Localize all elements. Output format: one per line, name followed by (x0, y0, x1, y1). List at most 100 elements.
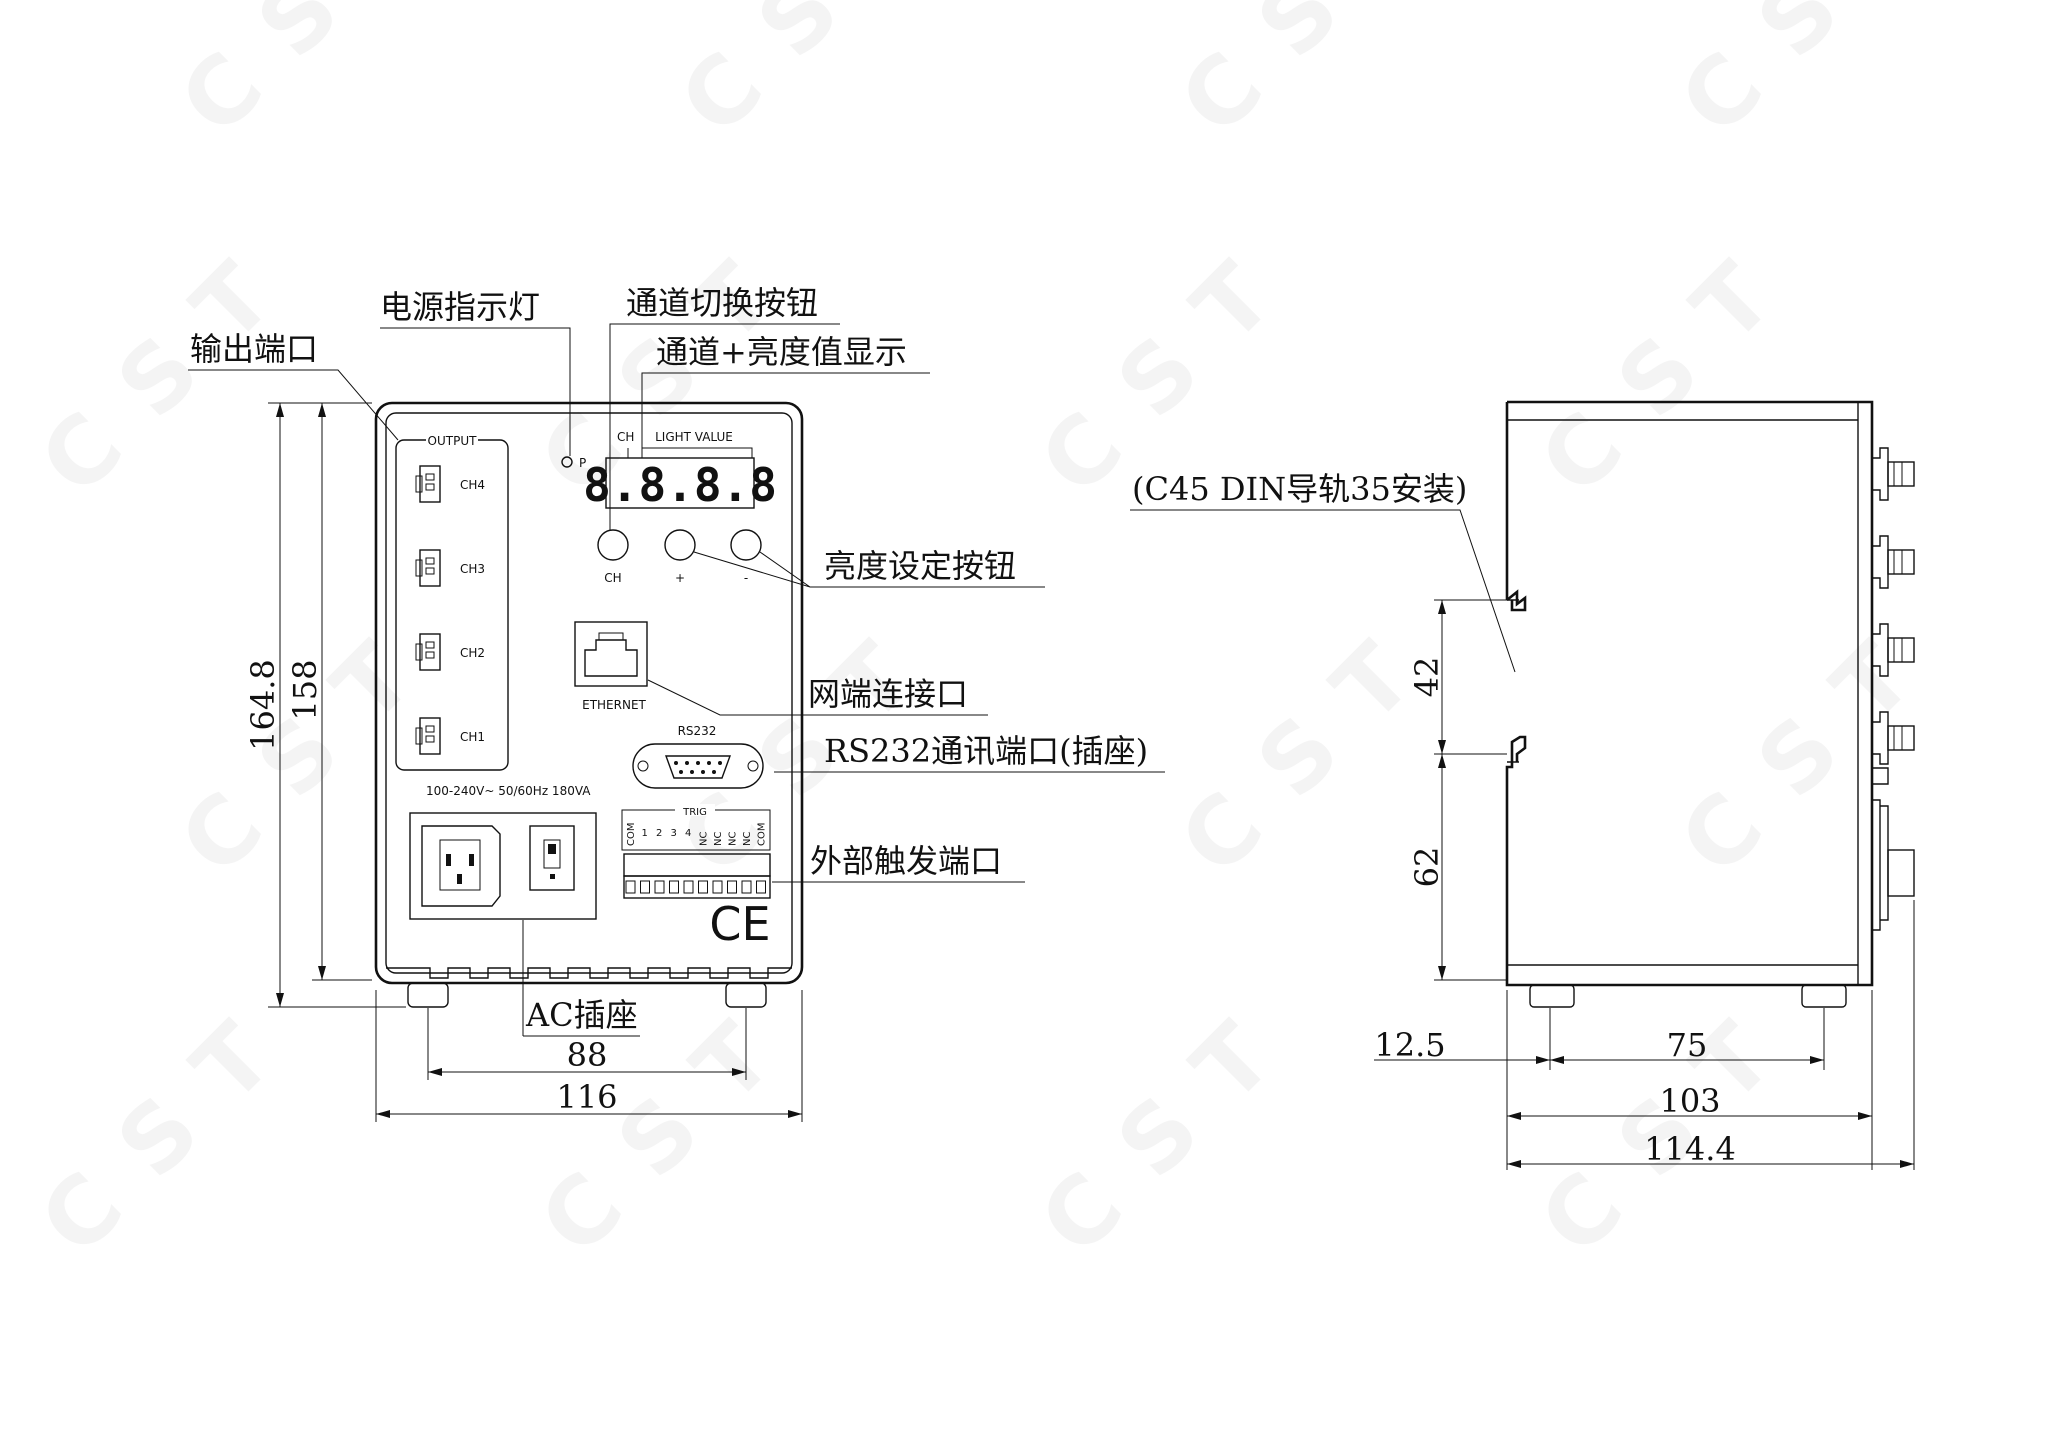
trigger-terminal[interactable]: TRIG (621, 804, 771, 899)
annotation-network-port: 网端连接口 (808, 675, 968, 713)
power-switch[interactable] (529, 825, 575, 891)
dim-front-total-height: 164.8 (244, 659, 282, 751)
watermark: CST (160, 595, 461, 896)
side-view (1505, 400, 1915, 1008)
watermark: CST (1020, 975, 1321, 1276)
front-housing-inner (385, 412, 793, 974)
annotation-brightness-buttons: 亮度设定按钮 (824, 547, 1016, 585)
connector-icon (419, 549, 441, 587)
trig-pin-label: NC (713, 832, 724, 846)
trig-pin-label: COM (757, 823, 768, 846)
front-view: OUTPUT CH4 CH3 CH2 CH1 (374, 401, 804, 1008)
output-port-group (395, 439, 509, 771)
channel-switch-button[interactable] (597, 529, 629, 561)
watermark: CST (1520, 975, 1821, 1276)
channel-label: CH2 (460, 646, 485, 660)
display-panel: CH LIGHT VALUE 8.8.8.8 (583, 430, 777, 512)
output-channel-1: CH1 (415, 717, 485, 755)
plus-button-label: + (675, 571, 685, 585)
annotation-din-rail: (C45 DIN导轨35安装) (1132, 470, 1467, 508)
trig-pin-screw (640, 880, 650, 894)
ethernet-label: ETHERNET (582, 698, 646, 712)
output-header: OUTPUT (428, 434, 478, 448)
watermark: CST (1160, 0, 1461, 156)
side-connectors (1872, 447, 1915, 931)
iec-inlet[interactable] (421, 825, 501, 907)
trig-pin-label: 4 (685, 828, 691, 839)
power-led-label: P (579, 456, 586, 470)
dim-front-body-height: 158 (286, 659, 324, 720)
trig-pin-screw (683, 880, 694, 894)
front-dimensions: 164.8 158 88 116 (244, 402, 803, 1122)
annotation-trigger-port: 外部触发端口 (810, 842, 1002, 880)
rs232-port[interactable] (632, 743, 764, 789)
display-light-value-label: LIGHT VALUE (655, 430, 733, 444)
annotation-display: 通道+亮度值显示 (656, 333, 907, 371)
power-led (561, 456, 573, 468)
trig-pin-screw (756, 880, 766, 894)
minus-button-label: - (744, 571, 748, 585)
side-foot-left (1529, 984, 1575, 1008)
trig-pin-label: 2 (656, 828, 662, 839)
trig-pin-label: COM (626, 823, 637, 846)
side-foot-right (1801, 984, 1847, 1008)
trig-pin-label: NC (742, 832, 753, 846)
ce-mark: CE (709, 897, 770, 951)
display-digits: 8.8.8.8 (583, 458, 777, 512)
front-housing-outer (374, 401, 804, 985)
trig-pin-screw (654, 880, 665, 894)
output-channel-4: CH4 (415, 465, 485, 503)
channel-label: CH4 (460, 478, 485, 492)
brightness-plus-button[interactable] (664, 529, 696, 561)
watermark: CST (660, 0, 961, 156)
dim-side-feet-span: 75 (1667, 1026, 1708, 1064)
dim-side-rail-lower: 62 (1408, 847, 1446, 888)
output-channel-2: CH2 (415, 633, 485, 671)
trig-pin-screw (669, 880, 679, 894)
dim-side-total-depth: 114.4 (1644, 1130, 1736, 1168)
trig-pin-screw (698, 880, 708, 894)
annotation-rs232-port: RS232通讯端口(插座) (824, 732, 1148, 770)
trig-pin-label: 3 (671, 828, 677, 839)
trig-pin-screw (712, 880, 723, 894)
annotation-power-indicator: 电源指示灯 (380, 288, 540, 326)
channel-button-label: CH (604, 571, 621, 585)
connector-icon (419, 465, 441, 503)
vent-teeth (386, 967, 792, 979)
watermark: CST (160, 0, 461, 156)
dim-side-rail-upper: 42 (1408, 657, 1446, 698)
connector-icon (419, 717, 441, 755)
trig-pin-label: 1 (642, 828, 648, 839)
trig-header: TRIG (682, 807, 707, 818)
side-annotations: (C45 DIN导轨35安装) (1130, 470, 1516, 673)
front-foot-right (725, 982, 767, 1008)
display-ch-label: CH (617, 430, 634, 444)
trig-pin-screw (741, 880, 752, 894)
connector-icon (419, 633, 441, 671)
ethernet-port[interactable] (574, 621, 648, 687)
channel-label: CH1 (460, 730, 485, 744)
watermark: CST (1660, 595, 1961, 896)
channel-label: CH3 (460, 562, 485, 576)
trig-pin-label: NC (728, 832, 739, 846)
watermark: CST (1660, 0, 1961, 156)
trig-pin-screw (727, 880, 737, 894)
rs232-label: RS232 (678, 724, 717, 738)
brightness-minus-button[interactable] (730, 529, 762, 561)
annotation-channel-switch: 通道切换按钮 (626, 284, 818, 322)
annotation-output-port: 输出端口 (190, 330, 318, 368)
front-foot-left (407, 982, 449, 1008)
trig-pin-label: NC (699, 832, 710, 846)
side-housing-outline (1505, 400, 1874, 987)
power-rating: 100-240V~ 50/60Hz 180VA (426, 784, 591, 798)
front-annotations: 输出端口 电源指示灯 通道切换按钮 通道+亮度值显示 亮度设定按钮 网端连接口 … (188, 284, 1165, 1037)
annotation-ac-socket: AC插座 (525, 996, 638, 1034)
dim-side-foot-offset: 12.5 (1374, 1026, 1445, 1064)
trig-pin-screw (625, 880, 636, 894)
output-channel-3: CH3 (415, 549, 485, 587)
dim-front-width: 116 (556, 1078, 617, 1116)
watermark: CST (20, 975, 321, 1276)
seven-segment-display (605, 457, 755, 509)
